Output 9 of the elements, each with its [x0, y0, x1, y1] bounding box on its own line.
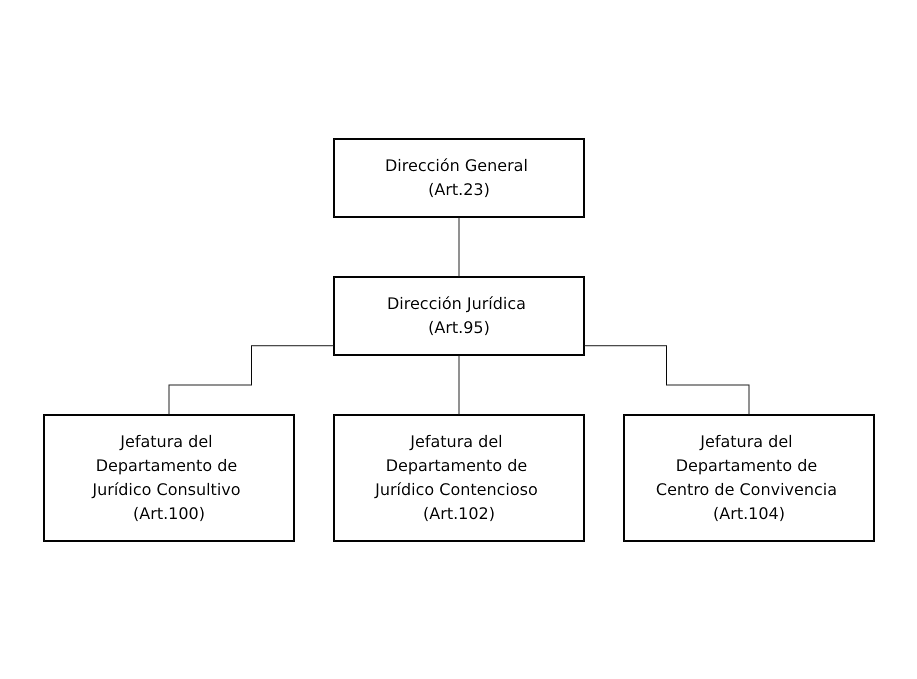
connector — [458, 354, 459, 415]
connector — [583, 344, 749, 415]
node-box: Jefatura del Departamento de Jurídico Contencioso (Art.102) — [332, 414, 584, 542]
connector — [168, 344, 334, 415]
node-box: Dirección Jurídica (Art.95) — [332, 276, 584, 356]
node-box: Jefatura del Departamento de Centro de Convivencia (Art.104) — [622, 414, 874, 542]
connector — [458, 216, 459, 277]
node-box: Jefatura del Departamento de Jurídico Consultivo (Art.100) — [42, 414, 294, 542]
node-box: Dirección General (Art.23) — [332, 138, 584, 218]
